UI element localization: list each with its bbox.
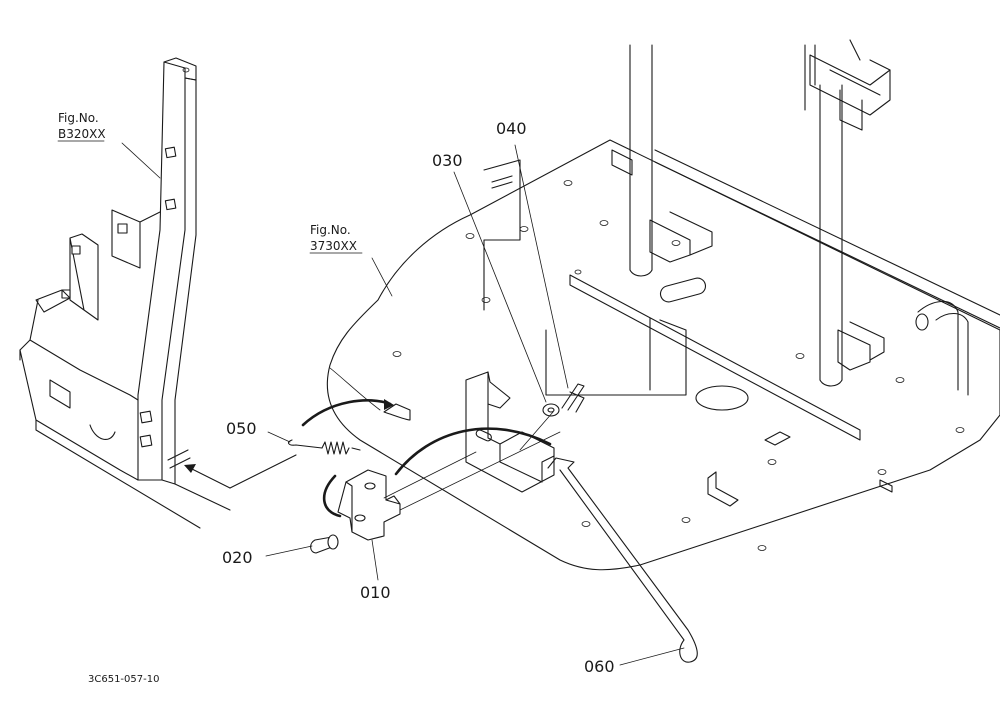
mount-bracket (465, 159, 555, 493)
part-040-snap-pin (561, 383, 585, 413)
callout-030: 030 (432, 151, 463, 170)
callout-050: 050 (226, 419, 257, 438)
callout-040: 040 (496, 119, 527, 138)
part-010-latch (337, 469, 401, 541)
floor-plate (326, 139, 1000, 571)
callout-010: 010 (360, 583, 391, 602)
left-frame (19, 57, 231, 529)
part-050-spring (287, 439, 361, 455)
fig-ref-b320-line1: Fig.No. (58, 111, 99, 125)
drawing-code: 3C651-057-10 (88, 674, 159, 685)
fig-ref-3730-line1: Fig.No. (310, 223, 351, 237)
vertical-posts (545, 39, 1000, 396)
callout-020: 020 (222, 548, 253, 567)
assembly-arrows (184, 398, 561, 518)
leader-lines (121, 142, 685, 666)
part-060-rod (547, 457, 698, 663)
fig-ref-3730-line2: 3730XX (310, 239, 357, 253)
callout-060: 060 (584, 657, 615, 676)
part-020-pin (310, 534, 339, 554)
part-030-washer (542, 403, 560, 417)
fig-ref-b320-line2: B320XX (58, 127, 106, 141)
